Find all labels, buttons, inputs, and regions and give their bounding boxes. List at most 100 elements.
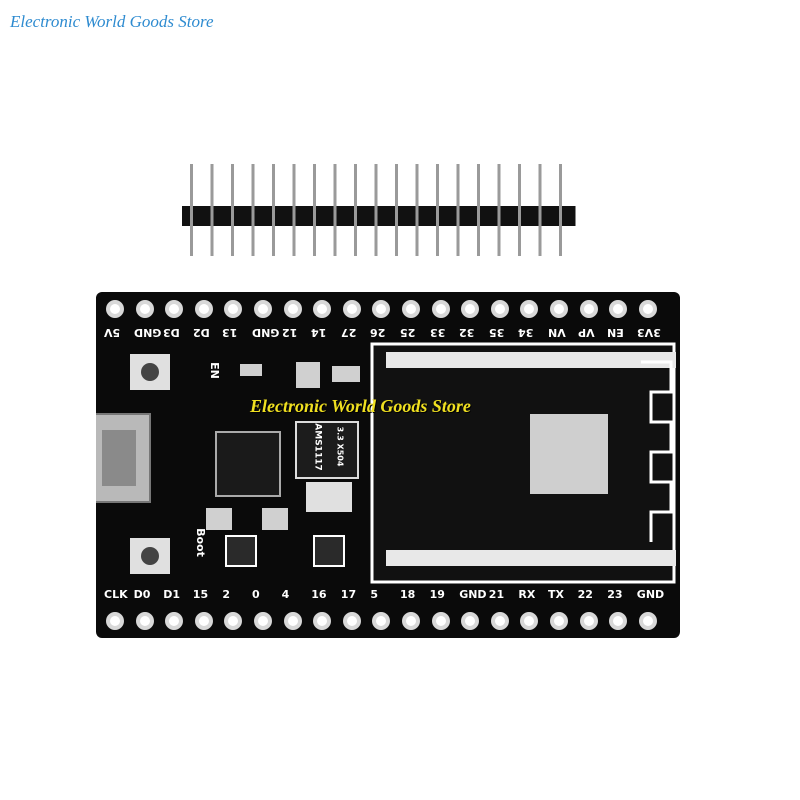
module-ground-pad: [530, 414, 608, 494]
top-pin-hole: [342, 300, 361, 318]
header-pin: [313, 164, 316, 256]
bottom-pin-hole: [520, 612, 539, 630]
bottom-pin-label: 16: [311, 588, 327, 601]
bottom-pin-hole: [638, 612, 657, 630]
bottom-pin-hole: [106, 612, 124, 630]
top-pin-label: D2: [192, 326, 210, 339]
boot-button-label: Boot: [193, 528, 207, 557]
antenna-trace: [641, 360, 673, 542]
bottom-pin-label: 22: [577, 588, 593, 601]
top-pin-label: VN: [548, 326, 566, 339]
store-watermark-overlay: Electronic World Goods Store: [250, 396, 471, 416]
bottom-pin-label: 0: [252, 588, 260, 601]
bottom-pin-label: RX: [518, 588, 536, 601]
bottom-pin-hole: [402, 612, 420, 630]
header-pin: [497, 164, 501, 256]
top-pin-label: 5V: [104, 326, 121, 339]
bottom-pin-hole: [461, 612, 480, 630]
top-pin-label: EN: [607, 326, 624, 339]
top-pin-hole: [520, 300, 539, 318]
top-pin-hole: [106, 300, 124, 318]
top-pin-label: 12: [281, 326, 297, 339]
header-pin: [251, 164, 255, 256]
header-pin: [456, 164, 460, 256]
bottom-pin-label: 18: [400, 588, 416, 601]
regulator-text: AMS1117: [312, 423, 323, 471]
top-pin-hole: [313, 300, 332, 318]
module-pads-bottom: [386, 550, 676, 566]
top-pin-hole: [579, 300, 598, 318]
top-pin-hole: [550, 300, 568, 318]
header-pin: [272, 164, 275, 256]
top-pin-hole: [402, 300, 420, 318]
top-pin-hole: [490, 300, 509, 318]
bottom-pin-label: 17: [340, 588, 357, 601]
top-pin-label: 14: [311, 326, 327, 339]
bottom-pin-label: 23: [607, 588, 623, 601]
bottom-pin-label: 15: [192, 588, 209, 601]
usb-uart-chip: [215, 431, 281, 497]
en-button-label: EN: [207, 362, 221, 379]
bottom-pin-label: D1: [163, 588, 180, 601]
top-pin-hole: [165, 300, 184, 318]
top-pin-hole: [372, 300, 391, 318]
top-pin-label: 25: [400, 326, 416, 339]
bottom-pin-hole: [609, 612, 628, 630]
header-plastic-bar: [182, 206, 576, 226]
bottom-pin-label: GND: [636, 588, 665, 601]
header-pin: [477, 164, 480, 256]
bottom-pin-hole: [550, 612, 568, 630]
top-pin-label: D3: [163, 326, 180, 339]
top-pin-label: GND: [252, 326, 280, 339]
bottom-pin-label: GND: [459, 588, 487, 601]
wifi-module-outline: [370, 342, 676, 584]
header-pin: [190, 164, 193, 256]
board-components: [96, 342, 676, 584]
header-pin: [518, 164, 521, 256]
top-pin-label: 35: [488, 326, 505, 339]
bottom-pin-label: 19: [429, 588, 445, 601]
top-pin-hole: [135, 300, 154, 318]
header-pin: [354, 164, 357, 256]
header-pin: [415, 164, 419, 256]
bottom-pin-hole: [283, 612, 302, 630]
top-pin-label: 3V3: [636, 326, 661, 339]
header-pin: [333, 164, 337, 256]
header-pin: [436, 164, 439, 256]
module-pads-top: [386, 352, 676, 368]
top-pin-label: 32: [459, 326, 475, 339]
header-pin: [559, 164, 562, 256]
bottom-pin-hole: [194, 612, 213, 630]
header-pin: [538, 164, 542, 256]
bottom-pin-hole: [165, 612, 184, 630]
top-pin-label: VP: [577, 326, 595, 339]
bottom-pin-label: 21: [488, 588, 505, 601]
top-pin-hole: [461, 300, 480, 318]
top-pin-hole: [431, 300, 450, 318]
top-pin-hole: [283, 300, 302, 318]
header-pin: [374, 164, 378, 256]
store-watermark-top: Electronic World Goods Store: [10, 12, 214, 31]
header-pin: [395, 164, 398, 256]
bottom-pin-hole: [313, 612, 332, 630]
voltage-regulator: [295, 421, 359, 479]
top-pin-label: 33: [429, 326, 445, 339]
bottom-pin-label: D0: [133, 588, 151, 601]
bottom-pin-hole: [135, 612, 154, 630]
top-pin-label: 26: [370, 326, 386, 339]
top-pin-hole: [194, 300, 213, 318]
bottom-pin-hole: [342, 612, 361, 630]
top-pin-hole: [638, 300, 657, 318]
bottom-pin-hole: [431, 612, 450, 630]
bottom-pin-label: 4: [281, 588, 290, 601]
bottom-pin-label: 5: [370, 588, 379, 601]
bottom-pin-label: CLK: [104, 588, 128, 601]
bottom-pin-hole: [372, 612, 391, 630]
pin-header-strip: [182, 164, 576, 256]
bottom-pin-label: 2: [222, 588, 231, 601]
header-pin: [292, 164, 296, 256]
bottom-pin-hole: [224, 612, 243, 630]
bottom-pin-label: TX: [548, 588, 564, 601]
bottom-pin-hole: [490, 612, 509, 630]
